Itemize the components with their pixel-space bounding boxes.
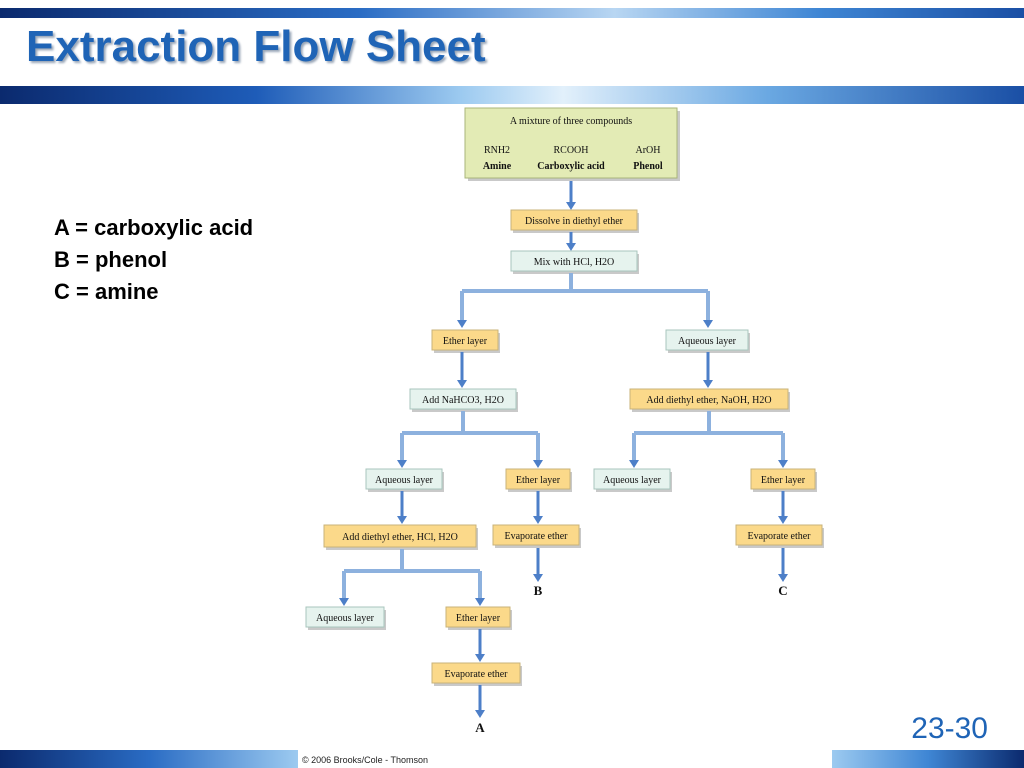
legend-item-b: B = phenol [54,247,168,272]
step-add-nahco3-label: Add NaHCO3, H2O [422,395,504,406]
arrow-head [475,710,485,718]
aqueous-layer-4: Aqueous layer [305,606,386,630]
ether-layer-1: Ether layer [431,329,500,353]
arrow-head [566,202,576,210]
arrow-head [339,598,349,606]
step-mix-hcl: Mix with HCl, H2O [510,250,639,274]
compound-formula-amine: RNH2 [484,145,510,156]
compound-name-amine: Amine [483,161,512,172]
arrow-head [533,574,543,582]
split-connector [460,273,710,322]
arrow-head [703,380,713,388]
step-add-ether-hcl: Add diethyl ether, HCl, H2O [323,524,478,550]
footer-decorative-band-left [0,750,298,768]
step-dissolve-label: Dissolve in diethyl ether [525,216,624,227]
ether-layer-4: Ether layer [445,606,512,630]
step-add-ether-naoh: Add diethyl ether, NaOH, H2O [629,388,790,412]
extraction-flow-diagram: A mixture of three compounds RNH2 RCOOH … [305,107,824,735]
arrow-head [629,460,639,468]
aqueous-layer-3: Aqueous layer [593,468,672,492]
ether-layer-3-label: Ether layer [761,475,806,486]
step-evaporate-a: Evaporate ether [431,662,522,686]
ether-layer-3: Ether layer [750,468,817,492]
step-add-ether-hcl-label: Add diethyl ether, HCl, H2O [342,532,458,543]
aqueous-layer-3-label: Aqueous layer [603,475,662,486]
aqueous-layer-1: Aqueous layer [665,329,750,353]
arrow-head [703,320,713,328]
legend: A = carboxylic acid B = phenol C = amine [54,212,253,308]
step-add-nahco3: Add NaHCO3, H2O [409,388,518,412]
step-evaporate-a-label: Evaporate ether [444,669,508,680]
arrow-head [533,516,543,524]
step-add-ether-naoh-label: Add diethyl ether, NaOH, H2O [646,395,771,406]
arrow-head [397,516,407,524]
arrow-head [457,380,467,388]
arrow-head [778,460,788,468]
slide-title: Extraction Flow Sheet [26,22,486,71]
top-decorative-band [0,8,1024,18]
mixture-title: A mixture of three compounds [510,116,632,127]
legend-item-c: C = amine [54,279,159,304]
aqueous-layer-2: Aqueous layer [365,468,444,492]
product-a: A [475,720,485,735]
split-connector [632,411,785,462]
compound-formula-acid: RCOOH [553,145,588,156]
ether-layer-4-label: Ether layer [456,613,501,624]
legend-item-a: A = carboxylic acid [54,215,254,240]
split-connector [342,549,482,600]
arrow-head [475,598,485,606]
step-mix-hcl-label: Mix with HCl, H2O [534,257,615,268]
copyright-credit: © 2006 Brooks/Cole - Thomson [302,755,429,765]
product-b: B [534,583,543,598]
arrow-head [457,320,467,328]
step-evaporate-b-label: Evaporate ether [504,531,568,542]
compound-formula-phenol: ArOH [636,145,661,156]
arrow-head [778,516,788,524]
compound-name-acid: Carboxylic acid [537,161,605,172]
split-connector [400,411,540,462]
arrow-head [475,654,485,662]
aqueous-layer-2-label: Aqueous layer [375,475,434,486]
aqueous-layer-4-label: Aqueous layer [316,613,375,624]
compound-name-phenol: Phenol [633,161,663,172]
arrow-head [533,460,543,468]
aqueous-layer-1-label: Aqueous layer [678,336,737,347]
ether-layer-2-label: Ether layer [516,475,561,486]
slide-number: 23-30 [911,712,988,745]
arrow-head [566,243,576,251]
arrow-head [778,574,788,582]
ether-layer-1-label: Ether layer [443,336,488,347]
product-c: C [778,583,787,598]
mixture-box: A mixture of three compounds RNH2 RCOOH … [464,107,680,181]
step-dissolve: Dissolve in diethyl ether [510,209,639,233]
ether-layer-2: Ether layer [505,468,572,492]
step-evaporate-c: Evaporate ether [735,524,824,548]
footer-decorative-band-right [832,750,1024,768]
header-decorative-band [0,86,1024,104]
step-evaporate-b: Evaporate ether [492,524,581,548]
arrow-head [397,460,407,468]
step-evaporate-c-label: Evaporate ether [747,531,811,542]
